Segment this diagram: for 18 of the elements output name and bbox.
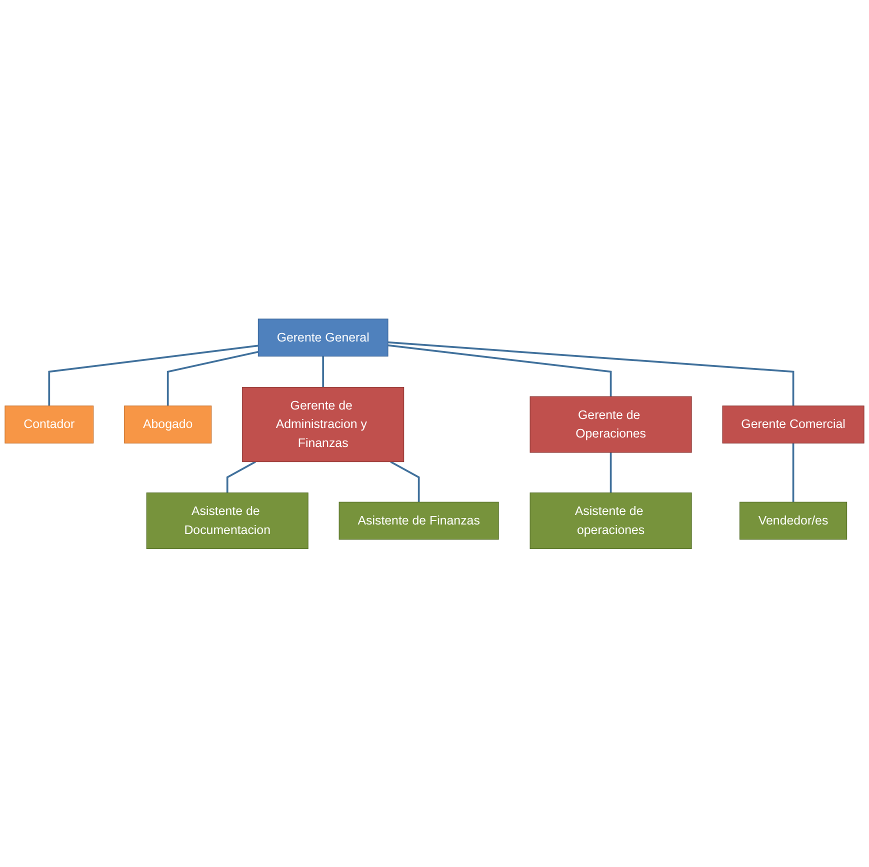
node-box: Contador [4, 405, 94, 444]
node-box: Gerente de Administracion y Finanzas [242, 386, 404, 462]
connector [166, 350, 258, 406]
connector [226, 460, 256, 492]
node-box: Vendedor/es [739, 501, 848, 540]
node-box: Gerente Comercial [722, 405, 864, 444]
connector [322, 356, 324, 387]
connector [388, 341, 794, 406]
node-box: Abogado [124, 405, 212, 444]
node-box: Asistente de Documentacion [146, 492, 308, 549]
node-box: Gerente General [258, 318, 388, 356]
connector [610, 452, 612, 492]
connector [792, 442, 794, 502]
node-box: Asistente de Finanzas [338, 501, 499, 540]
connector [48, 344, 258, 406]
node-box: Asistente de operaciones [530, 492, 692, 549]
node-box: Gerente de Operaciones [530, 396, 692, 452]
connector [388, 344, 612, 396]
